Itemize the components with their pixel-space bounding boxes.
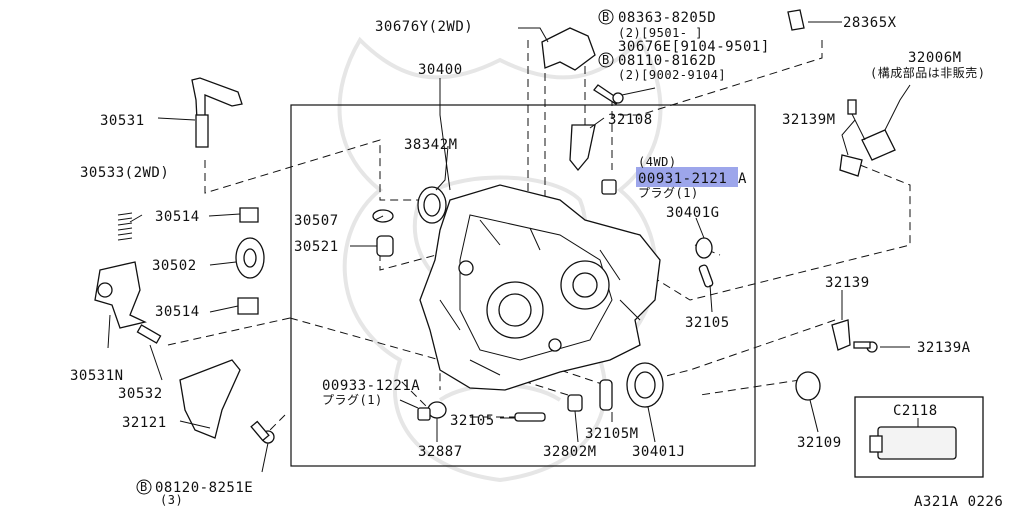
- label-32887[interactable]: 32887: [418, 444, 463, 460]
- transmission-case-30400: [419, 184, 661, 391]
- label-32105-bottom[interactable]: 32105: [450, 413, 495, 429]
- label-30401g[interactable]: 30401G: [666, 205, 720, 221]
- selected-part-highlight: [636, 167, 738, 187]
- label-32139m[interactable]: 32139M: [782, 112, 836, 128]
- label-08110[interactable]: 08110-8162D: [618, 53, 716, 69]
- leader-lines: [107, 21, 919, 473]
- label-30676y[interactable]: 30676Y(2WD): [375, 19, 473, 35]
- label-32109[interactable]: 32109: [797, 435, 842, 451]
- label-32108[interactable]: 32108: [608, 112, 653, 128]
- label-00931-selected[interactable]: 00931-2121: [638, 171, 727, 187]
- label-08120-qty: (3): [160, 493, 183, 507]
- part-drawings: [94, 9, 984, 478]
- label-30531n[interactable]: 30531N: [70, 368, 124, 384]
- label-30521[interactable]: 30521: [294, 239, 339, 255]
- label-32139[interactable]: 32139: [825, 275, 870, 291]
- bolt-mark-circles: [136, 9, 614, 495]
- label-32139a[interactable]: 32139A: [917, 340, 971, 356]
- label-30502[interactable]: 30502: [152, 258, 197, 274]
- label-30400[interactable]: 30400: [418, 62, 463, 78]
- bolt-mark-08363: B: [602, 10, 610, 24]
- label-30514-top[interactable]: 30514: [155, 209, 200, 225]
- part-labels: 30676Y(2WD) B 08363-8205D (2)[9501- ] 30…: [70, 10, 1003, 510]
- label-08363-note: (2)[9501- ]: [618, 26, 703, 40]
- main-group-frame: [290, 104, 756, 467]
- label-08110-note: (2)[9002-9104]: [618, 68, 726, 82]
- label-4wd: (4WD): [638, 155, 677, 169]
- label-plug-1: プラグ(1): [638, 186, 699, 200]
- label-30507[interactable]: 30507: [294, 213, 339, 229]
- label-32105m[interactable]: 32105M: [585, 426, 639, 442]
- label-38342m[interactable]: 38342M: [404, 137, 458, 153]
- label-08363[interactable]: 08363-8205D: [618, 10, 716, 26]
- label-28365x[interactable]: 28365X: [843, 15, 897, 31]
- label-00931-suffix: A: [738, 171, 747, 187]
- label-08120[interactable]: 08120-8251E: [155, 480, 253, 496]
- label-plug-2: プラグ(1): [322, 393, 383, 407]
- label-32802m[interactable]: 32802M: [543, 444, 597, 460]
- label-32006m-note: (構成部品は非販売): [870, 65, 985, 80]
- label-00933[interactable]: 00933-1221A: [322, 378, 420, 394]
- bolt-mark-08120: B: [140, 480, 148, 494]
- label-30532[interactable]: 30532: [118, 386, 163, 402]
- diagram-code: A321A 0226: [914, 494, 1003, 510]
- label-30401j[interactable]: 30401J: [632, 444, 686, 460]
- label-30514-bottom[interactable]: 30514: [155, 304, 200, 320]
- label-32105-right[interactable]: 32105: [685, 315, 730, 331]
- label-30533[interactable]: 30533(2WD): [80, 165, 169, 181]
- label-32006m[interactable]: 32006M: [908, 50, 962, 66]
- bolt-mark-08110: B: [602, 53, 610, 67]
- label-32121[interactable]: 32121: [122, 415, 167, 431]
- label-30531[interactable]: 30531: [100, 113, 145, 129]
- label-c2118[interactable]: C2118: [893, 403, 938, 419]
- label-30676e[interactable]: 30676E[9104-9501]: [618, 39, 770, 55]
